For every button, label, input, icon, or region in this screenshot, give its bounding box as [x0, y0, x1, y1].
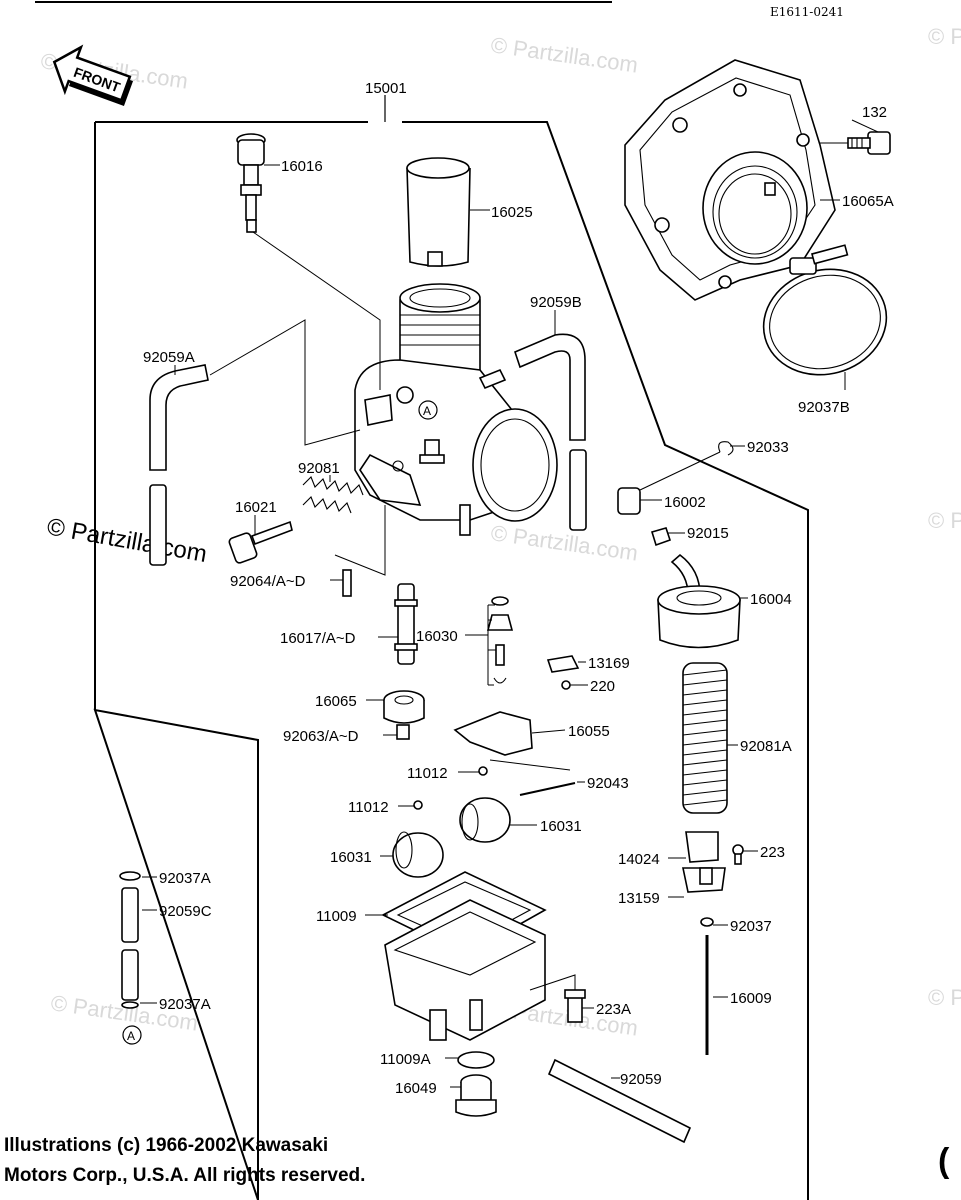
part-16017 [394, 583, 418, 665]
label-92033: 92033 [747, 439, 789, 456]
watermark-2: © Partzilla.com [489, 32, 639, 77]
diagram-code: E1611-0241 [770, 5, 844, 19]
pin-92043 [519, 782, 576, 796]
screw-223a [564, 989, 586, 1023]
label-92081: 92081 [298, 460, 340, 477]
label-92015: 92015 [687, 525, 729, 542]
hose-92059b [514, 333, 587, 531]
label-16004: 16004 [750, 591, 792, 608]
watermark-3: © Partzilla.com [928, 24, 961, 49]
watermark-dark: © Partzilla.com [45, 513, 209, 568]
label-16030: 16030 [416, 628, 458, 645]
part-16055 [453, 711, 533, 756]
part-labels: 15001 132 16016 16025 16065A 92059B 9205… [143, 80, 894, 1097]
left-hose-set: A [119, 871, 142, 1045]
bolt-132 [847, 131, 891, 155]
label-14024: 14024 [618, 851, 660, 868]
jet-92064 [342, 569, 352, 597]
label-92037: 92037 [730, 918, 772, 935]
label-16009: 16009 [730, 990, 772, 1007]
front-arrow: FRONT [52, 44, 134, 106]
float-bowl [381, 871, 547, 1041]
label-13159: 13159 [618, 890, 660, 907]
label-92037a-2: 92037A [159, 996, 211, 1013]
label-132: 132 [862, 104, 887, 121]
edge-bracket-glyph: ( [938, 1142, 950, 1180]
label-92059a: 92059A [143, 349, 195, 366]
part-16004 [657, 553, 741, 649]
label-92081a: 92081A [740, 738, 792, 755]
label-11012-b: 11012 [348, 799, 389, 816]
label-92059b: 92059B [530, 294, 582, 311]
label-92037a-1: 92037A [159, 870, 211, 887]
label-92059c: 92059C [159, 903, 212, 920]
leader-lines [140, 119, 879, 1088]
label-16055: 16055 [568, 723, 610, 740]
intake-manifold [624, 59, 836, 301]
label-16031-a: 16031 [540, 818, 582, 835]
carburetor-body [354, 283, 558, 536]
copyright-line-2: Motors Corp., U.S.A. All rights reserved… [4, 1165, 366, 1186]
label-92059: 92059 [620, 1071, 662, 1088]
svg-text:A: A [423, 404, 431, 418]
watermark-5: © Partzilla.com [928, 508, 961, 533]
copyright-line-1: Illustrations (c) 1966-2002 Kawasaki [4, 1135, 329, 1156]
label-16049: 16049 [395, 1080, 437, 1097]
label-16025: 16025 [491, 204, 533, 221]
label-16017: 16017/A~D [280, 630, 356, 647]
spring-92081a [682, 662, 728, 814]
part-16016 [236, 133, 266, 233]
part-92063 [396, 724, 410, 740]
watermark-4: © Partzilla.com [489, 520, 639, 565]
float-16031-b [392, 831, 444, 878]
label-16031-b: 16031 [330, 849, 372, 866]
label-92037b: 92037B [798, 399, 850, 416]
label-16002: 16002 [664, 494, 706, 511]
part-16065 [383, 690, 425, 724]
label-15001: 15001 [365, 80, 407, 97]
part-16002 [617, 487, 641, 515]
label-92064: 92064/A~D [230, 573, 306, 590]
spring-92081 [302, 476, 364, 514]
label-223a: 223A [596, 1001, 631, 1018]
nut-92015 [650, 527, 672, 547]
part-16021 [228, 520, 293, 564]
label-16065a: 16065A [842, 193, 894, 210]
label-13169: 13169 [588, 655, 630, 672]
label-16016: 16016 [281, 158, 323, 175]
watermark-8: © Partzilla.com [928, 985, 961, 1010]
label-16065: 16065 [315, 693, 357, 710]
svg-text:A: A [127, 1029, 135, 1043]
label-92043: 92043 [587, 775, 629, 792]
clip-92033 [718, 441, 734, 456]
part-16025 [406, 157, 471, 267]
marker-a-body: A [418, 400, 438, 420]
clamp-92037b [762, 244, 888, 376]
part-13169 [546, 655, 580, 690]
label-220: 220 [590, 678, 615, 695]
part-16030 [486, 596, 514, 684]
label-16021: 16021 [235, 499, 277, 516]
label-11012-a: 11012 [407, 765, 448, 782]
label-11009a: 11009A [380, 1051, 431, 1068]
float-16031-a [459, 797, 511, 843]
needle-assembly [682, 831, 744, 1055]
assembly-outline [93, 121, 809, 1200]
part-11012-b [413, 800, 423, 810]
label-11009: 11009 [316, 908, 357, 925]
hose-92059 [547, 1058, 692, 1144]
hose-92059a [149, 364, 209, 566]
label-223: 223 [760, 844, 785, 861]
label-92063: 92063/A~D [283, 728, 359, 745]
part-11012-a [478, 766, 488, 776]
oring-11009a [457, 1051, 495, 1069]
plug-16049 [455, 1074, 497, 1117]
